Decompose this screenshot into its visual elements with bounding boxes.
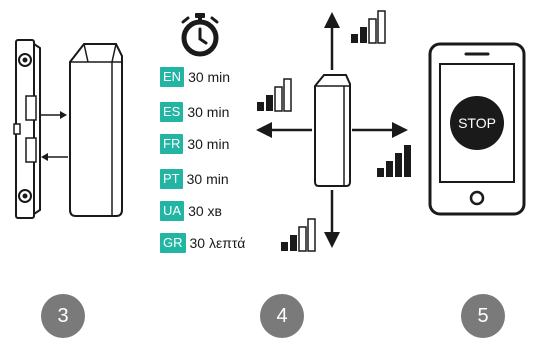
duration-text: 30 min [188, 69, 231, 85]
signal-bars-icon [377, 145, 411, 177]
lang-badge: PT [160, 169, 183, 189]
arrow-down-icon [324, 190, 340, 248]
mounting-bracket [13, 39, 41, 219]
insert-arrow-icon [40, 111, 67, 119]
remove-arrow-icon [41, 153, 68, 161]
sensor-device [69, 43, 123, 217]
sensor-device-center [314, 74, 351, 187]
smartphone-icon [428, 42, 526, 216]
duration-row-fr: FR 30 min [160, 133, 229, 155]
signal-bars-icon [281, 218, 316, 252]
step-3-badge: 3 [41, 294, 85, 338]
duration-text: 30 min [186, 171, 229, 187]
duration-row-ua: UA 30 хв [160, 200, 222, 222]
duration-row-en: EN 30 min [160, 66, 230, 88]
duration-text: 30 min [187, 104, 230, 120]
step-5-badge: 5 [461, 294, 505, 338]
duration-text: 30 min [187, 136, 230, 152]
signal-bars-icon [257, 78, 292, 112]
lang-badge: ES [160, 102, 184, 122]
lang-badge: GR [160, 233, 186, 253]
duration-row-es: ES 30 min [160, 101, 229, 123]
duration-row-pt: PT 30 min [160, 168, 229, 190]
stopwatch-icon [181, 13, 219, 57]
lang-badge: UA [160, 201, 185, 221]
arrow-up-icon [324, 12, 340, 70]
stop-label: STOP [458, 115, 496, 131]
lang-badge: FR [160, 134, 184, 154]
arrow-left-icon [256, 122, 312, 138]
step-4-badge: 4 [260, 294, 304, 338]
duration-row-gr: GR 30 λεπτά [160, 232, 245, 254]
duration-text: 30 λεπτά [189, 235, 246, 251]
duration-text: 30 хв [188, 203, 222, 219]
signal-bars-icon [351, 10, 386, 44]
arrow-right-icon [352, 122, 408, 138]
lang-badge: EN [160, 67, 185, 87]
